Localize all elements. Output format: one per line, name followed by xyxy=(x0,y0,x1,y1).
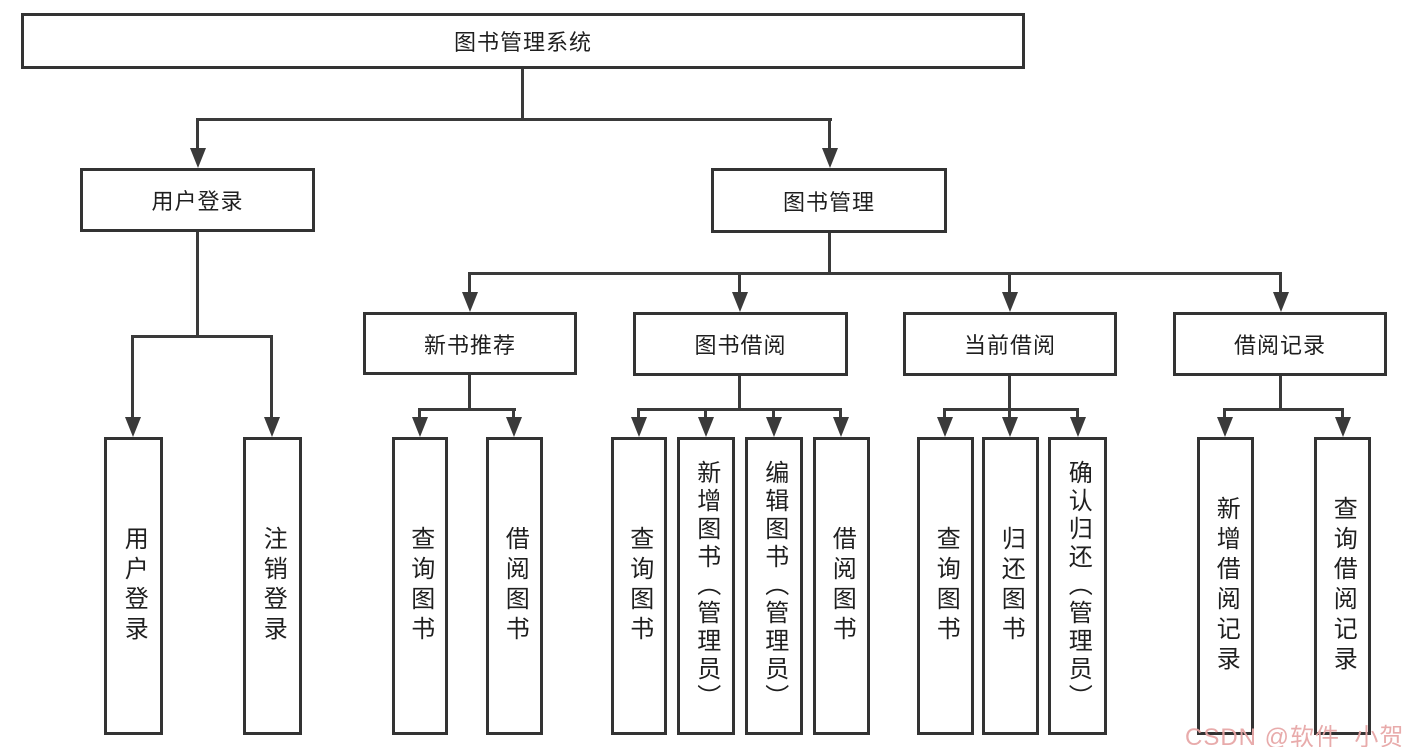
leaf-borrow-book-2: 借阅图书 xyxy=(813,437,870,735)
arrowhead xyxy=(1335,417,1351,437)
arrowhead xyxy=(1217,417,1233,437)
connector-borrow-records-bar xyxy=(1223,408,1344,411)
arrowhead xyxy=(1002,417,1018,437)
node-book-borrow: 图书借阅 xyxy=(633,312,848,376)
connector-drop-book-borrow xyxy=(738,272,741,296)
leaf-query-books-1: 查询图书 xyxy=(392,437,448,735)
arrowhead xyxy=(412,417,428,437)
leaf-logout-label: 注销登录 xyxy=(259,526,287,646)
leaf-return-book: 归还图书 xyxy=(982,437,1039,735)
connector-drop-user-login xyxy=(196,118,199,152)
connector-drop-book-mgmt xyxy=(828,118,831,152)
node-borrow-records: 借阅记录 xyxy=(1173,312,1387,376)
arrowhead xyxy=(937,417,953,437)
leaf-borrow-book-2-label: 借阅图书 xyxy=(828,526,856,646)
node-user-login-label: 用户登录 xyxy=(151,189,244,214)
connector-user-login-bar xyxy=(131,335,273,338)
connector-drop-leaf xyxy=(839,408,842,421)
leaf-query-books-2: 查询图书 xyxy=(611,437,667,735)
connector-user-login-stem xyxy=(196,232,199,338)
arrowhead xyxy=(1070,417,1086,437)
leaf-borrow-book-1: 借阅图书 xyxy=(486,437,543,735)
connector-book-borrow-stem xyxy=(738,376,741,411)
connector-book-mgmt-stem xyxy=(828,233,831,275)
arrowhead xyxy=(822,148,838,168)
connector-drop-leaf xyxy=(1008,408,1011,421)
connector-level2-bar xyxy=(197,118,832,121)
leaf-user-login-label: 用户登录 xyxy=(120,526,148,646)
node-user-login: 用户登录 xyxy=(80,168,315,232)
arrowhead xyxy=(506,417,522,437)
connector-drop-leaf xyxy=(270,335,273,421)
connector-drop-leaf xyxy=(1076,408,1079,421)
leaf-edit-book: 编辑图书（管理员） xyxy=(745,437,803,735)
arrowhead xyxy=(833,417,849,437)
connector-new-book-stem xyxy=(468,375,471,411)
connector-root-stem xyxy=(521,69,524,121)
leaf-confirm-return-label: 确认归还（管理员） xyxy=(1064,460,1092,712)
leaf-query-books-3-label: 查询图书 xyxy=(932,526,960,646)
node-current-borrow: 当前借阅 xyxy=(903,312,1117,376)
leaf-confirm-return: 确认归还（管理员） xyxy=(1048,437,1107,735)
connector-drop-leaf xyxy=(1223,408,1226,421)
arrowhead xyxy=(631,417,647,437)
leaf-logout: 注销登录 xyxy=(243,437,302,735)
node-root: 图书管理系统 xyxy=(21,13,1025,69)
arrowhead xyxy=(698,417,714,437)
leaf-edit-book-label: 编辑图书（管理员） xyxy=(760,460,788,712)
connector-drop-new-book xyxy=(468,272,471,296)
connector-drop-current-borrow xyxy=(1008,272,1011,296)
node-book-mgmt-label: 图书管理 xyxy=(782,189,875,215)
connector-book-borrow-bar xyxy=(637,408,842,411)
leaf-query-books-2-label: 查询图书 xyxy=(625,526,653,646)
arrowhead xyxy=(190,148,206,168)
node-book-borrow-label: 图书借阅 xyxy=(694,333,787,358)
connector-drop-leaf xyxy=(704,408,707,421)
csdn-watermark: CSDN @软件_小贺同学 xyxy=(1185,724,1405,747)
node-root-label: 图书管理系统 xyxy=(453,30,592,55)
leaf-user-login: 用户登录 xyxy=(104,437,163,735)
leaf-add-borrow-record: 新增借阅记录 xyxy=(1197,437,1254,735)
connector-current-borrow-stem xyxy=(1008,376,1011,411)
node-new-book-rec: 新书推荐 xyxy=(363,312,577,375)
leaf-add-borrow-record-label: 新增借阅记录 xyxy=(1212,496,1240,676)
connector-drop-leaf xyxy=(512,408,515,421)
connector-drop-leaf xyxy=(943,408,946,421)
connector-drop-leaf xyxy=(637,408,640,421)
node-current-borrow-label: 当前借阅 xyxy=(963,333,1056,358)
leaf-borrow-book-1-label: 借阅图书 xyxy=(501,526,529,646)
node-book-mgmt: 图书管理 xyxy=(711,168,947,233)
leaf-query-borrow-record: 查询借阅记录 xyxy=(1314,437,1371,735)
arrowhead xyxy=(1002,292,1018,312)
arrowhead xyxy=(264,417,280,437)
connector-drop-leaf xyxy=(131,335,134,421)
arrowhead xyxy=(125,417,141,437)
connector-current-borrow-bar xyxy=(943,408,1079,411)
node-borrow-records-label: 借阅记录 xyxy=(1233,333,1326,358)
connector-new-book-bar xyxy=(418,408,516,411)
leaf-add-book: 新增图书（管理员） xyxy=(677,437,735,735)
leaf-add-book-label: 新增图书（管理员） xyxy=(692,460,720,712)
arrowhead xyxy=(732,292,748,312)
arrowhead xyxy=(1273,292,1289,312)
leaf-query-books-1-label: 查询图书 xyxy=(406,526,434,646)
leaf-query-borrow-record-label: 查询借阅记录 xyxy=(1329,496,1357,676)
leaf-return-book-label: 归还图书 xyxy=(997,526,1025,646)
connector-drop-leaf xyxy=(1341,408,1344,421)
leaf-query-books-3: 查询图书 xyxy=(917,437,974,735)
arrowhead xyxy=(462,292,478,312)
arrowhead xyxy=(766,417,782,437)
node-new-book-rec-label: 新书推荐 xyxy=(423,332,516,358)
connector-drop-leaf xyxy=(418,408,421,421)
connector-drop-leaf xyxy=(772,408,775,421)
connector-drop-borrow-records xyxy=(1279,272,1282,296)
connector-level3-bar xyxy=(468,272,1282,275)
connector-borrow-records-stem xyxy=(1279,376,1282,411)
